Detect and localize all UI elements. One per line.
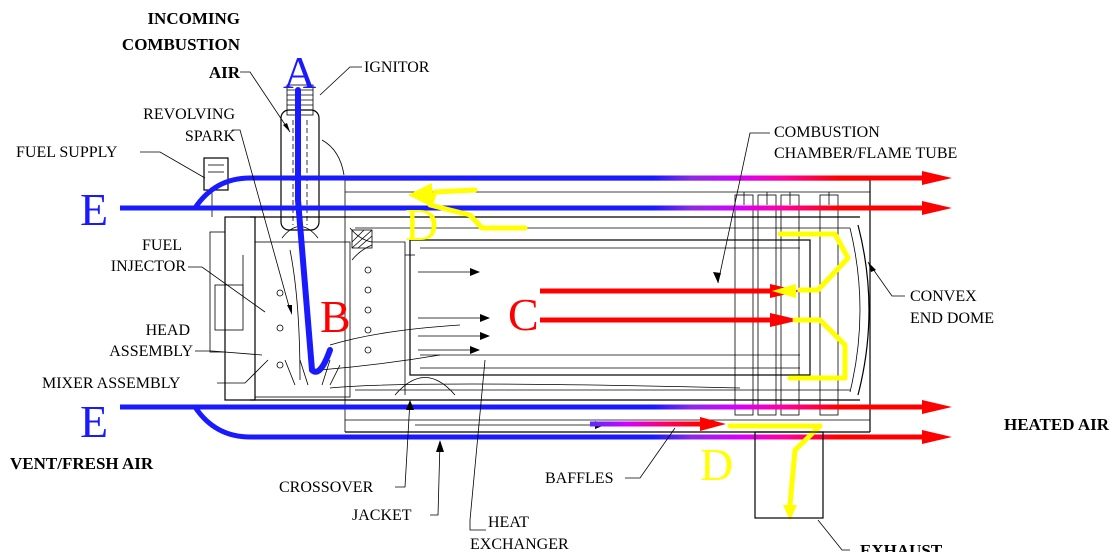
- svg-text:AIR: AIR: [209, 63, 241, 82]
- label-fuel-injector: FUEL INJECTOR: [111, 237, 187, 275]
- svg-text:COMBUSTION: COMBUSTION: [774, 124, 880, 141]
- marker-d-bottom: D: [700, 439, 733, 490]
- label-heated-air: HEATED AIR: [1004, 415, 1110, 434]
- baffle-heat-stream: [590, 417, 726, 431]
- exhaust-stream: [427, 187, 851, 508]
- svg-text:EXCHANGER: EXCHANGER: [470, 536, 569, 552]
- label-mixer-assembly: MIXER ASSEMBLY: [42, 375, 181, 392]
- svg-text:INCOMING: INCOMING: [147, 9, 240, 28]
- svg-text:ASSEMBLY: ASSEMBLY: [109, 343, 193, 360]
- svg-text:FUEL: FUEL: [142, 237, 182, 254]
- mixer-holes: [276, 266, 372, 369]
- svg-text:REVOLVING: REVOLVING: [143, 106, 235, 123]
- baffle-rings: [734, 192, 839, 416]
- svg-text:COMBUSTION: COMBUSTION: [122, 35, 241, 54]
- label-combustion-chamber: COMBUSTION CHAMBER/FLAME TUBE: [774, 124, 957, 162]
- svg-text:HEAT: HEAT: [488, 514, 529, 531]
- label-ignitor: IGNITOR: [364, 59, 430, 76]
- crossover-hatch: [351, 229, 373, 249]
- marker-a: A: [283, 47, 316, 98]
- marker-e-bottom: E: [80, 396, 108, 447]
- combustion-air-stream: [295, 87, 333, 375]
- label-baffles: BAFFLES: [545, 470, 613, 487]
- label-incoming-combustion-air: INCOMING COMBUSTION AIR: [122, 9, 241, 82]
- svg-text:INJECTOR: INJECTOR: [111, 258, 187, 275]
- leader-lines: [140, 66, 905, 551]
- svg-text:CONVEX: CONVEX: [910, 288, 977, 305]
- svg-text:CHAMBER/FLAME TUBE: CHAMBER/FLAME TUBE: [774, 145, 957, 162]
- vent-air-stream-bottom: [120, 400, 952, 444]
- label-vent-fresh-air: VENT/FRESH AIR: [10, 454, 154, 473]
- svg-text:END DOME: END DOME: [910, 310, 994, 327]
- label-fuel-supply: FUEL SUPPLY: [16, 144, 118, 161]
- svg-text:SPARK: SPARK: [185, 128, 236, 145]
- vent-air-stream-top: [120, 171, 952, 215]
- label-exhaust: EXHAUST: [860, 541, 943, 552]
- combustion-stream: [540, 284, 800, 327]
- label-crossover: CROSSOVER: [279, 479, 374, 496]
- heater-outline: [203, 84, 871, 433]
- marker-e-top: E: [80, 184, 108, 235]
- marker-c: C: [508, 289, 539, 340]
- svg-text:HEAD: HEAD: [146, 322, 190, 339]
- label-jacket: JACKET: [352, 507, 412, 524]
- marker-d-top: D: [405, 199, 438, 250]
- marker-b: B: [320, 291, 351, 342]
- label-head-assembly: HEAD ASSEMBLY: [109, 322, 193, 360]
- exhaust-arrowheads: [408, 183, 797, 520]
- label-revolving-spark: REVOLVING SPARK: [143, 106, 235, 145]
- exhaust-stack: [754, 431, 824, 519]
- label-convex-end-dome: CONVEX END DOME: [910, 288, 994, 327]
- label-heat-exchanger: HEAT EXCHANGER: [470, 514, 569, 552]
